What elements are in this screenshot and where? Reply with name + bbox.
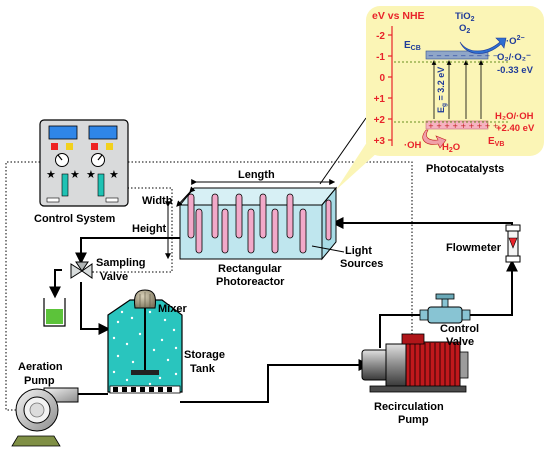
mixer-impeller xyxy=(131,370,159,375)
tio2-label: TiO2 xyxy=(455,11,475,23)
band-diagram-callout: eV vs NHE -2 -1 0 +1 +2 +3 − − − − − − −… xyxy=(336,6,544,190)
rectangular-photoreactor xyxy=(178,186,338,261)
uv-lamp xyxy=(211,193,219,239)
light-sources-label-2: Sources xyxy=(340,258,383,270)
o2-couple-label: O₂/·O₂⁻ xyxy=(497,52,531,63)
recirculation-pump-label-2: Pump xyxy=(398,414,429,426)
aeration-pump-base xyxy=(11,435,61,447)
h2o-couple-potential: +2.40 eV xyxy=(496,123,535,134)
conduction-band xyxy=(425,50,489,60)
photoreactor-label-2: Photoreactor xyxy=(216,276,285,288)
switch-1 xyxy=(46,197,60,203)
band-tick-label: 0 xyxy=(379,73,385,84)
control-valve-label-1: Control xyxy=(440,323,479,335)
control-system-label: Control System xyxy=(34,213,116,225)
indicator-yellow-1 xyxy=(66,143,73,150)
evb-label: EVB xyxy=(488,136,504,148)
vb-holes: + + + + + + + + + xyxy=(428,122,499,130)
display-left xyxy=(48,125,78,140)
indicator-yellow-2 xyxy=(106,143,113,150)
aeration-diffusers xyxy=(113,387,172,392)
band-tick-label: +3 xyxy=(374,136,386,147)
band-axis-title: eV vs NHE xyxy=(372,10,425,22)
tank-bubbles xyxy=(112,310,178,386)
uv-lamp xyxy=(247,208,255,254)
aeration-pump-label-2: Pump xyxy=(24,375,55,387)
o2-couple-potential: -0.33 eV xyxy=(497,65,534,76)
control-valve-label-2: Valve xyxy=(446,336,474,348)
hydroxyl-radical-label: ·OH xyxy=(404,140,422,151)
svg-text:− − − − − − − − −: − − − − − − − − − xyxy=(428,52,499,60)
h2o-couple-label: H₂O/·OH xyxy=(495,111,534,122)
indicator-red-2 xyxy=(91,143,98,150)
display-right xyxy=(88,125,118,140)
superoxide-reaction-arrow xyxy=(459,37,507,54)
svg-text:★: ★ xyxy=(70,168,80,181)
star-indicators: ★ ★ ★ ★ xyxy=(46,168,119,181)
flowmeter xyxy=(505,224,521,263)
pipes xyxy=(49,217,518,403)
height-label: Height xyxy=(132,223,167,235)
uv-lamp xyxy=(187,193,195,239)
uv-lamp xyxy=(235,193,243,239)
oxidation-reaction-arrow xyxy=(422,129,447,149)
slider-bar-1 xyxy=(61,173,69,197)
length-label: Length xyxy=(238,169,275,181)
mixer-motor xyxy=(134,289,156,309)
storage-tank-label-2: Tank xyxy=(190,363,216,375)
recirculation-pump-label-1: Recirculation xyxy=(374,401,444,413)
sampling-valve xyxy=(70,261,93,279)
svg-text:★: ★ xyxy=(109,168,119,181)
excitation-arrows xyxy=(431,60,484,119)
superoxide-label: ·O2− xyxy=(506,35,525,47)
uv-lamp xyxy=(221,208,229,254)
storage-tank xyxy=(107,299,183,394)
control-valve xyxy=(419,293,471,324)
svg-text:★: ★ xyxy=(46,168,56,181)
water-label: H2O xyxy=(442,142,460,154)
uv-lamp xyxy=(271,208,279,254)
uv-lamp xyxy=(286,193,294,239)
valence-band xyxy=(425,120,489,130)
storage-tank-label-1: Storage xyxy=(184,349,225,361)
uv-lamp xyxy=(299,208,307,254)
aeration-pump-label-1: Aeration xyxy=(18,361,63,373)
mixer-label: Mixer xyxy=(158,303,187,315)
band-tick-label: -1 xyxy=(376,52,385,63)
dimension-arrows xyxy=(165,117,367,260)
flowmeter-label: Flowmeter xyxy=(446,242,502,254)
photocatalysts-label: Photocatalysts xyxy=(426,163,504,175)
slider-bar-2 xyxy=(97,173,105,197)
width-label: Width xyxy=(142,195,173,207)
uv-lamp xyxy=(259,193,267,239)
recirculation-pump xyxy=(361,333,469,393)
svg-text:★: ★ xyxy=(86,168,96,181)
uv-lamp xyxy=(195,208,203,254)
aeration-pump xyxy=(11,387,79,447)
flowmeter-float xyxy=(508,237,518,249)
sampling-valve-label-2: Valve xyxy=(100,271,128,283)
light-sources-label-1: Light xyxy=(345,245,372,257)
band-tick-label: -2 xyxy=(376,31,385,42)
band-axis-ticks xyxy=(388,34,392,141)
band-gap-label: Eg = 3.2 eV xyxy=(436,67,448,113)
sample-beaker xyxy=(43,298,66,327)
control-signal-lines xyxy=(5,161,413,411)
uv-lamp xyxy=(325,199,332,241)
switch-2 xyxy=(105,197,119,203)
photoreactor-label-1: Rectangular xyxy=(218,263,282,275)
control-system-panel: ★ ★ ★ ★ xyxy=(39,119,129,207)
band-tick-label: +1 xyxy=(374,94,386,105)
sampling-valve-label-1: Sampling xyxy=(96,257,146,269)
o2-label: O2 xyxy=(459,23,470,35)
svg-text:+ + + + + + + + +: + + + + + + + + + xyxy=(428,122,499,130)
indicator-red-1 xyxy=(51,143,58,150)
ecb-label: ECB xyxy=(404,40,421,52)
cb-electrons: − − − − − − − − − xyxy=(428,52,499,60)
pump-motor-housing xyxy=(405,341,461,389)
band-tick-label: +2 xyxy=(374,115,386,126)
